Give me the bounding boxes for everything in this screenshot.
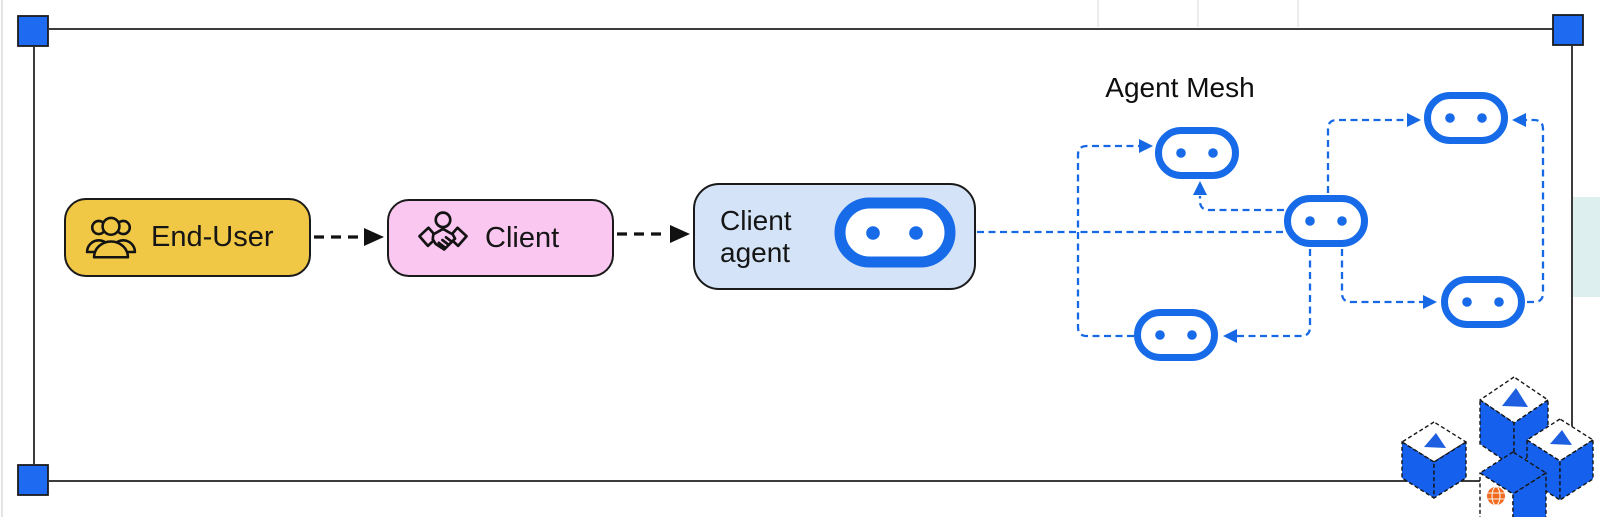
link-bottom-left-to-top-left xyxy=(1076,144,1139,338)
agent-bottom-left[interactable] xyxy=(1134,309,1218,361)
link-hub-to-top-right xyxy=(1326,118,1407,193)
agent-mesh-title: Agent Mesh xyxy=(1105,72,1255,103)
agent-mesh xyxy=(1134,92,1525,361)
mesh-connections xyxy=(977,118,1545,338)
arrowhead xyxy=(1407,113,1421,127)
arrowhead xyxy=(1139,139,1153,153)
node-client-agent[interactable]: Client agent xyxy=(693,183,976,290)
link-hub-to-top-left xyxy=(1198,196,1284,212)
arrowhead xyxy=(364,228,384,246)
link-hub-to-bottom-left xyxy=(1237,249,1312,338)
selection-handle-bottom-left[interactable] xyxy=(17,464,49,496)
arrowhead xyxy=(1193,181,1207,195)
node-label: End-User xyxy=(151,221,274,253)
link-hub-to-bottom-right xyxy=(1340,249,1423,304)
people-group-icon xyxy=(85,216,137,259)
node-client[interactable]: Client xyxy=(387,199,614,277)
mesh-arrowheads xyxy=(1139,113,1526,343)
node-label: Client xyxy=(485,221,560,254)
handshake-icon xyxy=(418,211,468,251)
node-end-user[interactable]: End-User xyxy=(64,198,311,277)
selection-handle-top-left[interactable] xyxy=(17,15,49,47)
solace-cubes-logo xyxy=(1401,376,1594,517)
node-label: Client agent xyxy=(720,205,792,268)
hub-agent[interactable] xyxy=(1284,195,1368,247)
cube-left xyxy=(1401,421,1467,499)
link-bottom-right-to-top-right xyxy=(1526,118,1545,304)
agent-top-left[interactable] xyxy=(1155,127,1239,179)
arrowhead xyxy=(1223,329,1237,343)
cube-top xyxy=(1479,376,1549,468)
teal-band xyxy=(1573,197,1600,297)
agent-top-right[interactable] xyxy=(1424,92,1508,144)
globe-icon xyxy=(1487,486,1505,506)
arrowhead xyxy=(670,225,690,243)
cube-bottom xyxy=(1479,451,1547,517)
selection-handle-top-right[interactable] xyxy=(1552,14,1584,46)
arrowhead xyxy=(1423,295,1437,309)
cube-right xyxy=(1526,418,1594,501)
arrowhead xyxy=(1512,113,1526,127)
agent-bottom-right[interactable] xyxy=(1441,276,1525,328)
